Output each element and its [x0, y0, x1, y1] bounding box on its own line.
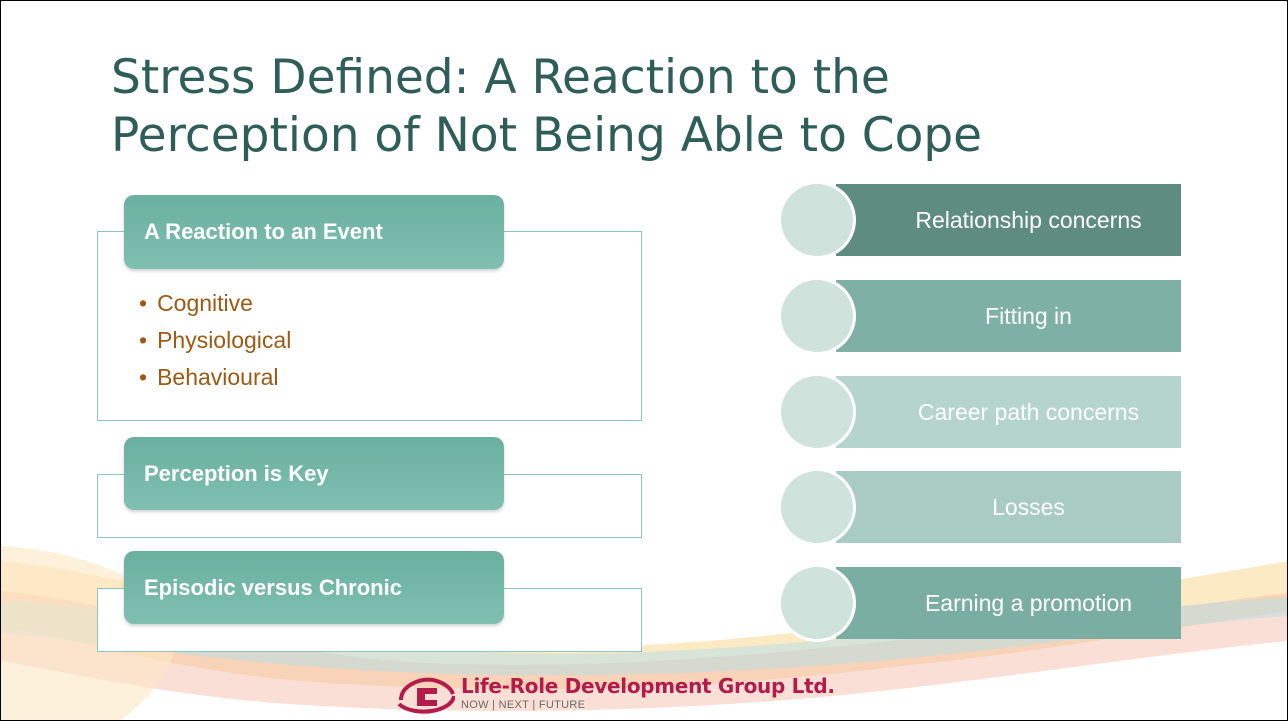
logo-text: Life-Role Development Group Ltd. NOW | N…	[461, 674, 835, 712]
reaction-bullet-list: Cognitive Physiological Behavioural	[139, 285, 291, 396]
section-header-reaction: A Reaction to an Event	[124, 195, 504, 269]
logo-tagline: NOW | NEXT | FUTURE	[461, 699, 586, 711]
company-logo: Life-Role Development Group Ltd. NOW | N…	[397, 674, 835, 720]
list-item-fitting-in: Fitting in	[781, 280, 1181, 352]
bullet-item: Physiological	[139, 322, 291, 359]
item-bar: Earning a promotion	[836, 567, 1181, 639]
item-circle-icon	[781, 184, 853, 256]
section-header-episodic: Episodic versus Chronic	[124, 551, 504, 624]
title-line-2: Perception of Not Being Able to Cope	[111, 108, 983, 163]
list-item-losses: Losses	[781, 471, 1181, 543]
item-circle-icon	[781, 567, 853, 639]
item-bar: Losses	[836, 471, 1181, 543]
item-bar: Fitting in	[836, 280, 1181, 352]
section-header-perception: Perception is Key	[124, 437, 504, 510]
slide-title: Stress Defined: A Reaction to the Percep…	[111, 49, 1111, 165]
logo-company-name: Life-Role Development Group Ltd.	[461, 674, 835, 698]
item-bar: Relationship concerns	[836, 184, 1181, 256]
item-circle-icon	[781, 471, 853, 543]
item-circle-icon	[781, 376, 853, 448]
logo-mark-icon	[397, 677, 455, 714]
item-bar: Career path concerns	[836, 376, 1181, 448]
list-item-promotion: Earning a promotion	[781, 567, 1181, 639]
list-item-relationship: Relationship concerns	[781, 184, 1181, 256]
list-item-career-path: Career path concerns	[781, 376, 1181, 448]
item-circle-icon	[781, 280, 853, 352]
bullet-item: Behavioural	[139, 359, 291, 396]
title-line-1: Stress Defined: A Reaction to the	[111, 50, 890, 105]
bullet-item: Cognitive	[139, 285, 291, 322]
